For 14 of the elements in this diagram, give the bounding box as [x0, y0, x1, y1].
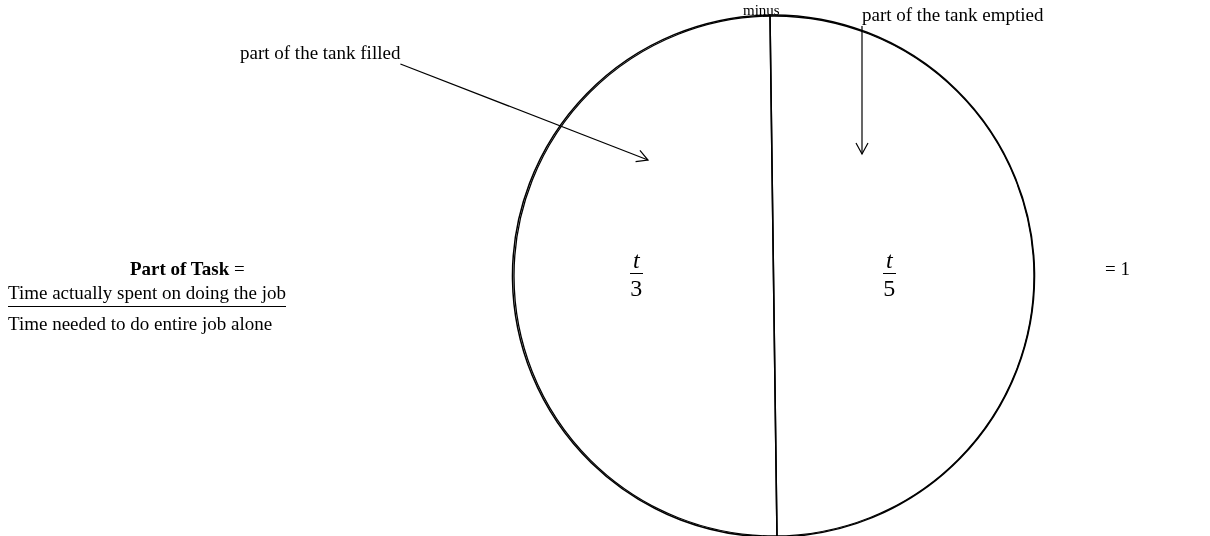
fraction-numerator: Time actually spent on doing the job	[8, 282, 286, 307]
fraction-denominator: Time needed to do entire job alone	[8, 313, 273, 335]
fraction-numerator: t	[630, 247, 643, 275]
fraction-denominator: 3	[630, 274, 643, 304]
equation-result: = 1	[1105, 258, 1130, 280]
fraction-denominator: 5	[883, 274, 896, 304]
leader-arrow	[855, 25, 869, 155]
callout-text: part of the tank filled	[240, 42, 401, 64]
formula-heading: Part of Task =	[130, 258, 245, 280]
tank-left-section	[513, 15, 777, 536]
callout-text: part of the tank emptied	[862, 4, 1044, 26]
leader-arrow	[399, 63, 649, 163]
fraction-numerator: t	[883, 247, 896, 275]
operator-label: minus	[743, 2, 780, 19]
